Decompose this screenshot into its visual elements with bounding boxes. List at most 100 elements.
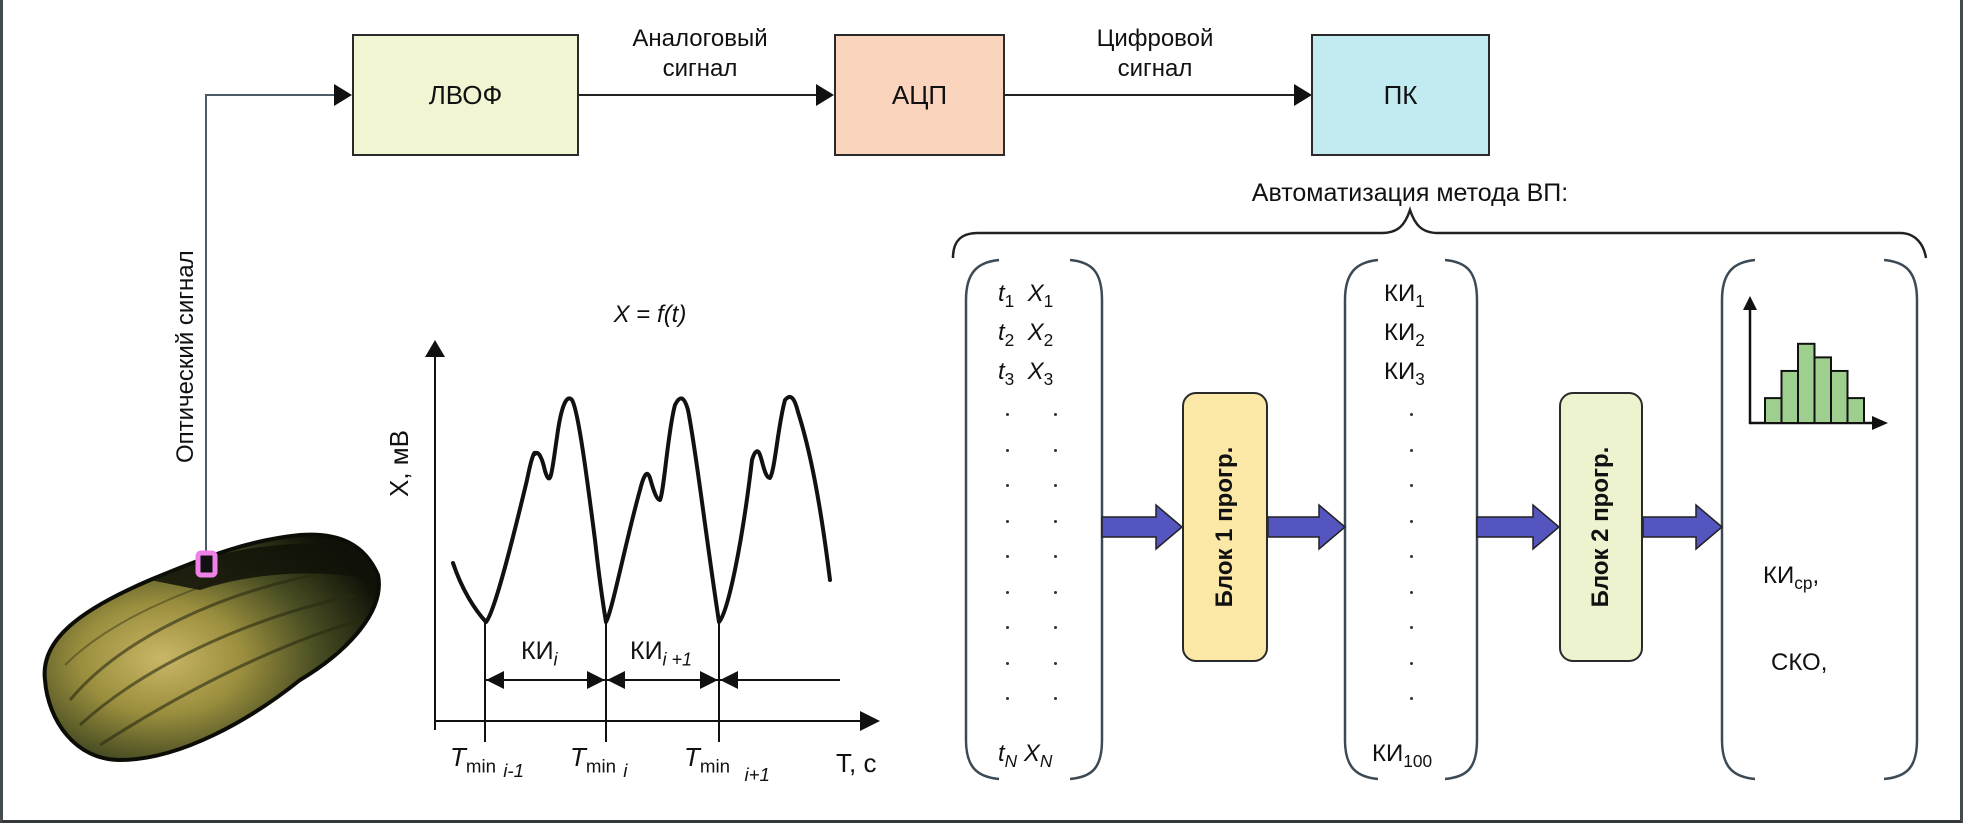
cell-text: 3 bbox=[1415, 369, 1425, 390]
input-column-head: t1 X1 t2 X2 t3 X3 bbox=[998, 278, 1053, 395]
plot-title-x: X bbox=[613, 301, 630, 328]
cell-text: t bbox=[998, 319, 1005, 347]
interval-label-2-sub: i +1 bbox=[662, 649, 693, 670]
x-axis-label: T, с bbox=[836, 748, 877, 778]
flow-arrow-2 bbox=[1267, 503, 1347, 551]
ellipsis-dot bbox=[1054, 590, 1057, 594]
ellipsis-dot bbox=[1006, 555, 1009, 558]
analog-signal-line1: Аналоговый bbox=[632, 25, 768, 52]
sensor-marker bbox=[195, 550, 218, 578]
input-row-last: tN XN bbox=[998, 738, 1052, 777]
cell-text: 1 bbox=[1415, 291, 1425, 312]
ellipsis-dot bbox=[1054, 413, 1057, 416]
tmin-2-base: T bbox=[570, 742, 586, 772]
histogram-y-arrowhead bbox=[1743, 296, 1757, 310]
plot-title: X = f(t) bbox=[590, 300, 710, 330]
ellipsis-dot bbox=[1006, 697, 1009, 700]
ellipsis-dot bbox=[1410, 555, 1413, 558]
histogram-bar bbox=[1846, 397, 1865, 425]
intervals-column-bracket bbox=[1343, 258, 1479, 781]
histogram-bar bbox=[1830, 369, 1849, 424]
ellipsis-dot bbox=[1054, 626, 1057, 629]
ellipsis-dot bbox=[1410, 413, 1413, 416]
interval-label-1: КИi bbox=[521, 637, 558, 670]
pc-block: ПК bbox=[1311, 34, 1490, 156]
ellipsis-dot bbox=[1054, 519, 1057, 523]
cell-text: КИ bbox=[1763, 562, 1795, 589]
interval-row-last: КИ100 bbox=[1372, 738, 1432, 777]
digital-arrowhead bbox=[1294, 84, 1312, 106]
cell-text: X bbox=[1027, 319, 1044, 347]
flow-arrow-4 bbox=[1642, 503, 1724, 551]
mean-interval-label: КИср, bbox=[1763, 560, 1819, 599]
pc-label: ПК bbox=[1383, 79, 1418, 110]
tmin-label-1: Tmin i-1 bbox=[450, 742, 524, 782]
interval-row: КИ1 bbox=[1384, 278, 1425, 317]
ellipsis-dot bbox=[1410, 484, 1413, 487]
histogram-bar bbox=[1764, 397, 1783, 425]
interval-label-2-base: КИ bbox=[630, 637, 663, 665]
cell-text: N bbox=[1004, 751, 1018, 772]
cell-text: 2 bbox=[1415, 330, 1425, 351]
tmin-2-mid: min bbox=[585, 755, 617, 777]
interval-row: КИ3 bbox=[1384, 356, 1425, 395]
histogram-bar bbox=[1797, 342, 1816, 424]
mussel-shell-image bbox=[42, 532, 381, 763]
cell-text: КИ bbox=[1384, 358, 1416, 386]
digital-signal-line2: сигнал bbox=[1117, 55, 1193, 82]
automation-brace bbox=[951, 206, 1928, 259]
y-axis-label: X, мВ bbox=[384, 429, 414, 497]
cell-text: X bbox=[1027, 358, 1044, 386]
ellipsis-dot bbox=[1410, 661, 1413, 665]
ellipsis-dot bbox=[1054, 448, 1057, 452]
cell-text: 3 bbox=[1004, 369, 1015, 390]
cell-text: 100 bbox=[1403, 751, 1433, 772]
ellipsis-dot bbox=[1006, 413, 1009, 416]
flow-arrow-3 bbox=[1476, 503, 1561, 551]
program-block-1: Блок 1 прогр. bbox=[1182, 392, 1268, 662]
ellipsis-dot bbox=[1410, 697, 1413, 700]
signal-curve bbox=[451, 394, 832, 624]
lvof-label: ЛВОФ bbox=[428, 79, 503, 110]
interval-label-1-base: КИ bbox=[521, 637, 554, 665]
tmin-1-base: T bbox=[450, 742, 466, 772]
tmin-label-2: Tmin i bbox=[570, 742, 627, 782]
adc-label: АЦП bbox=[891, 79, 948, 110]
optical-signal-line bbox=[205, 94, 346, 565]
ellipsis-dot bbox=[1006, 626, 1009, 629]
cell-text: КИ bbox=[1372, 740, 1404, 767]
ellipsis-dot bbox=[1054, 661, 1057, 665]
ellipsis-dot bbox=[1006, 519, 1009, 523]
result-column-bracket bbox=[1720, 258, 1919, 781]
plot-title-eq: = bbox=[629, 301, 658, 328]
ellipsis-dot bbox=[1006, 448, 1009, 452]
ellipsis-dot bbox=[1054, 555, 1057, 558]
input-row: t3 X3 bbox=[998, 356, 1053, 395]
digital-signal-label: Цифровой сигнал bbox=[1070, 24, 1240, 84]
cell-text: 1 bbox=[1043, 291, 1054, 312]
lvof-block: ЛВОФ bbox=[352, 34, 579, 156]
interval-row: КИ2 bbox=[1384, 317, 1425, 356]
program-block-1-label: Блок 1 прогр. bbox=[1211, 446, 1238, 608]
tmin-3-sub: i+1 bbox=[744, 763, 770, 785]
ellipsis-dot bbox=[1054, 697, 1057, 700]
analog-arrowhead bbox=[816, 84, 834, 106]
ellipsis-dot bbox=[1410, 519, 1413, 523]
flow-arrow-1 bbox=[1101, 503, 1184, 551]
interval-label-2: КИi +1 bbox=[630, 637, 692, 670]
optical-arrowhead bbox=[334, 84, 352, 106]
y-axis-arrowhead bbox=[425, 340, 445, 357]
ellipsis-dot bbox=[1006, 590, 1009, 594]
interval-label-1-sub: i bbox=[553, 649, 558, 670]
cell-text: ср bbox=[1794, 573, 1813, 594]
digital-signal-line1: Цифровой bbox=[1096, 25, 1214, 52]
plot-title-f: f bbox=[657, 301, 664, 328]
cell-text: , bbox=[1812, 562, 1820, 589]
cell-text: 1 bbox=[1004, 291, 1015, 312]
cell-text: t bbox=[998, 280, 1005, 307]
ellipsis-dot bbox=[1054, 484, 1057, 487]
histogram-bar bbox=[1780, 369, 1799, 424]
cell-text: КИ bbox=[1384, 319, 1416, 347]
std-label: СКО, bbox=[1771, 649, 1828, 676]
